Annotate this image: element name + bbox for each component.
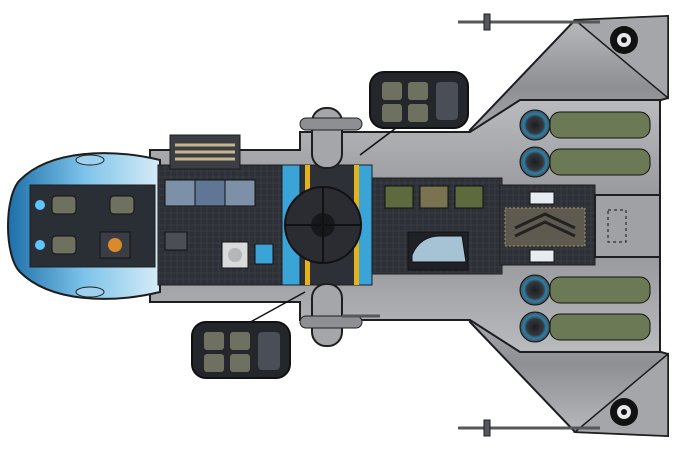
- upper-emblem-icon: [610, 26, 638, 54]
- escape-pod-icon: [382, 82, 458, 122]
- escape-pod-icon: [204, 332, 280, 372]
- upper-escape-pod-inset: [359, 71, 469, 156]
- rover-icon: [411, 235, 467, 263]
- crew-quarters: [157, 134, 284, 286]
- thruster-icon: [519, 109, 651, 343]
- upper-docking-arm: [299, 107, 363, 169]
- bunk-icon: [221, 241, 274, 269]
- lower-docking-arm: [299, 283, 380, 347]
- lower-escape-pod-inset: [191, 291, 306, 379]
- lower-emblem-icon: [610, 398, 638, 426]
- cockpit: [29, 184, 156, 268]
- vehicle-bay: [407, 231, 469, 271]
- console-icon: [99, 231, 131, 259]
- tail-fin: [594, 194, 661, 258]
- crate-icon: [384, 185, 484, 209]
- engine-room: [499, 184, 596, 266]
- airlock: [281, 164, 373, 286]
- hatch-icon: [284, 186, 362, 264]
- pilot-seat-icon: [35, 195, 135, 255]
